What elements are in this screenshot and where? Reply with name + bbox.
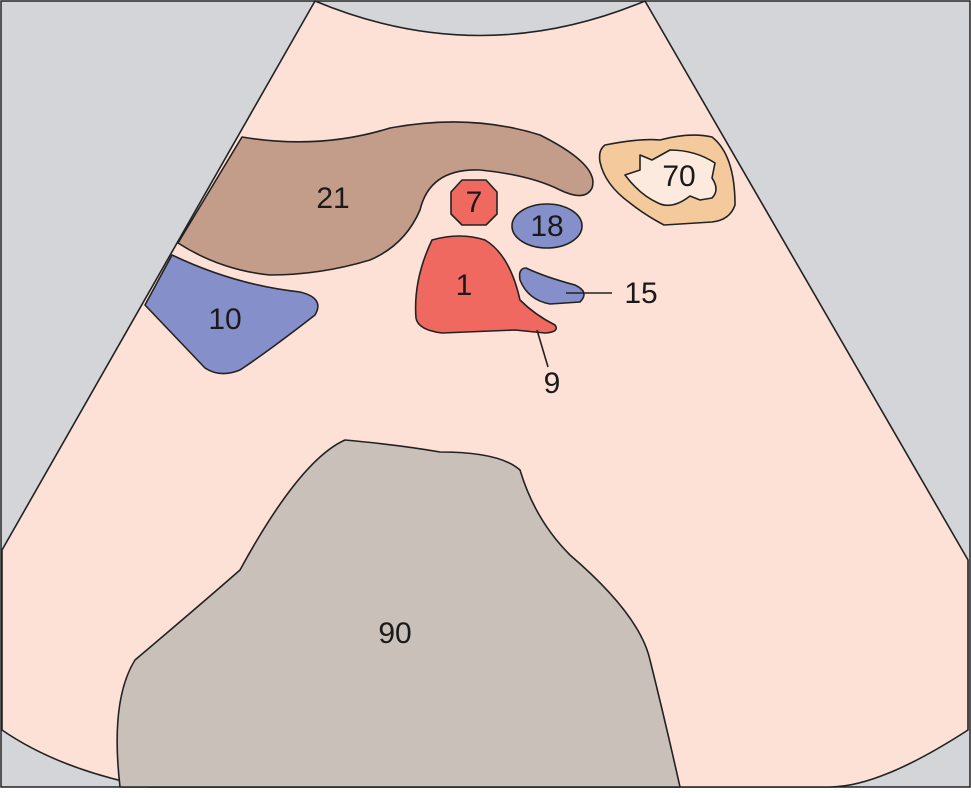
label-10: 10	[208, 303, 241, 336]
leader-9	[536, 329, 549, 368]
structure-1	[414, 235, 558, 334]
label-90: 90	[378, 617, 411, 650]
label-18: 18	[530, 210, 563, 243]
label-70: 70	[662, 160, 695, 193]
label-21: 21	[316, 182, 349, 215]
label-9: 9	[544, 367, 561, 400]
structure-15	[518, 267, 585, 305]
structure-90	[116, 439, 681, 788]
structure-21	[177, 121, 594, 276]
label-15: 15	[624, 277, 657, 310]
label-1: 1	[456, 269, 473, 302]
structure-10	[144, 254, 319, 375]
structure-18	[511, 203, 583, 249]
structure-7	[450, 179, 498, 226]
structure-70-inner	[624, 149, 717, 207]
label-7: 7	[466, 186, 483, 219]
